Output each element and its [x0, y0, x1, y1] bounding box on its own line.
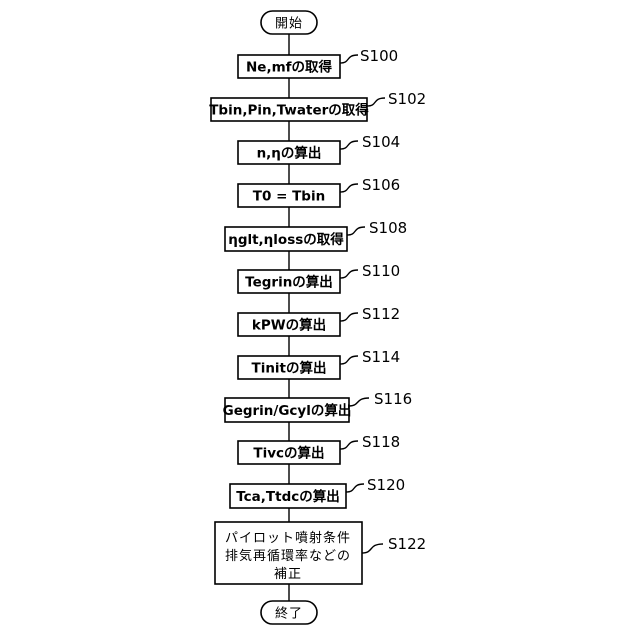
step-s122: パイロット噴射条件 排気再循環率などの 補正 S122: [215, 522, 426, 584]
step-s110: Tegrinの算出 S110: [238, 262, 400, 293]
step-s106-text: T0 = Tbin: [253, 189, 325, 205]
step-s118-label: S118: [362, 433, 400, 451]
step-s116-label: S116: [374, 390, 412, 408]
step-s106-label: S106: [362, 176, 400, 194]
step-s104: n,ηの算出 S104: [238, 133, 400, 164]
step-s122-text-line2: 排気再循環率などの: [225, 548, 351, 564]
step-s114-text: Tinitの算出: [251, 360, 326, 377]
step-s110-leader: [340, 270, 358, 278]
step-s106-leader: [340, 184, 358, 192]
step-s116-leader: [349, 398, 369, 406]
step-s120-leader: [346, 484, 364, 492]
step-s112-leader: [340, 313, 358, 321]
step-s122-text-line1: パイロット噴射条件: [225, 530, 351, 546]
step-s100-text: Ne,mfの取得: [246, 59, 333, 76]
step-s122-label: S122: [388, 535, 426, 553]
step-s104-leader: [340, 141, 358, 149]
step-s100-label: S100: [360, 47, 398, 65]
step-s116: Gegrin/Gcylの算出 S116: [223, 390, 413, 422]
step-s100-leader: [340, 55, 358, 63]
end-terminal-text: 終了: [275, 606, 303, 622]
step-s106: T0 = Tbin S106: [238, 176, 400, 207]
step-s118: Tivcの算出 S118: [238, 433, 400, 464]
step-s120-text: Tca,Ttdcの算出: [236, 488, 340, 505]
step-s112: kPWの算出 S112: [238, 305, 400, 336]
step-s102-label: S102: [388, 90, 426, 108]
step-s116-text: Gegrin/Gcylの算出: [223, 402, 352, 419]
step-s108-text: ηglt,ηlossの取得: [228, 231, 344, 248]
step-s100: Ne,mfの取得 S100: [238, 47, 398, 78]
step-s114: Tinitの算出 S114: [238, 348, 400, 379]
step-s102: Tbin,Pin,Twaterの取得 S102: [209, 90, 426, 121]
start-terminal: 開始: [261, 11, 317, 34]
step-s102-leader: [367, 98, 385, 106]
step-s108-label: S108: [369, 219, 407, 237]
end-terminal: 終了: [261, 601, 317, 624]
step-s112-label: S112: [362, 305, 400, 323]
start-terminal-text: 開始: [275, 17, 303, 32]
step-s110-text: Tegrinの算出: [245, 274, 333, 291]
step-s102-text: Tbin,Pin,Twaterの取得: [209, 102, 369, 119]
step-s122-leader: [362, 544, 383, 553]
step-s122-text-line3: 補正: [274, 567, 302, 582]
step-s120: Tca,Ttdcの算出 S120: [230, 476, 405, 508]
step-s114-label: S114: [362, 348, 400, 366]
step-s114-leader: [340, 356, 358, 364]
step-s108: ηglt,ηlossの取得 S108: [225, 219, 407, 251]
step-s104-text: n,ηの算出: [257, 145, 322, 162]
step-s118-leader: [340, 441, 358, 449]
step-s108-leader: [347, 227, 365, 235]
step-s104-label: S104: [362, 133, 400, 151]
step-s120-label: S120: [367, 476, 405, 494]
step-s112-text: kPWの算出: [252, 317, 326, 334]
step-s110-label: S110: [362, 262, 400, 280]
step-s118-text: Tivcの算出: [253, 445, 324, 462]
